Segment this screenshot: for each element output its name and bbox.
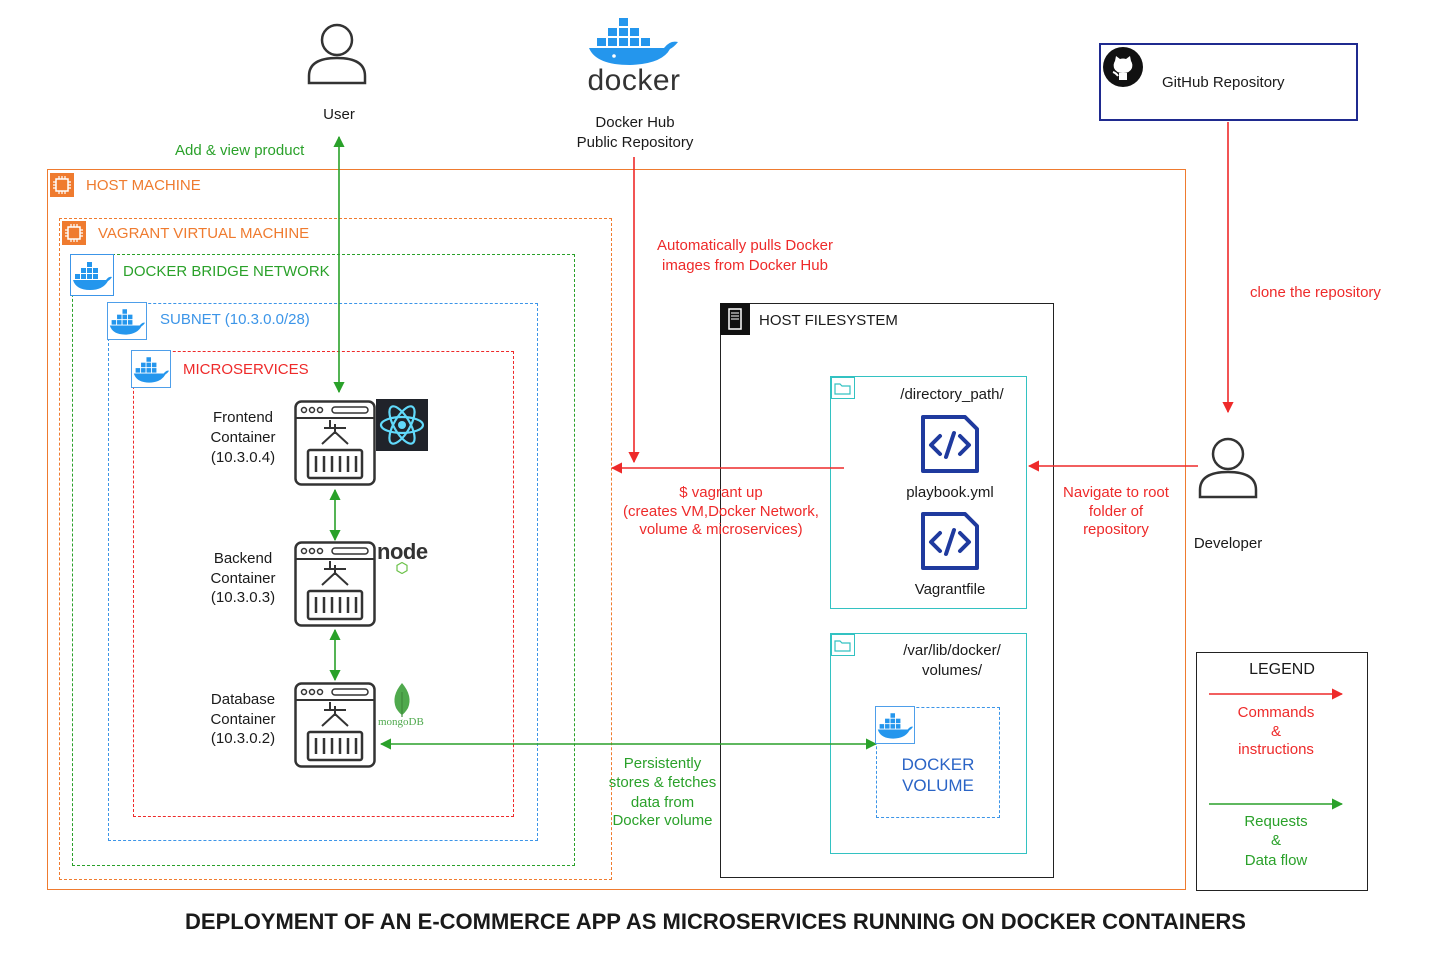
playbook-label: playbook.yml <box>906 484 994 501</box>
backend-label-1: Backend <box>213 550 273 567</box>
navigate-note-2: folder of <box>1088 503 1144 520</box>
navigate-note-3: repository <box>1083 521 1149 538</box>
legend-commands-2: & <box>1270 723 1281 740</box>
volumes-path-1: /var/lib/docker/ <box>903 642 1001 659</box>
microservices-box <box>133 351 514 817</box>
navigate-note-1: Navigate to root <box>1063 484 1169 501</box>
backend-label-3: (10.3.0.3) <box>210 589 276 606</box>
vagrant-up-note-1: (creates VM,Docker Network, <box>623 503 819 520</box>
developer-label: Developer <box>1193 535 1263 552</box>
user-label: User <box>323 106 355 123</box>
legend-requests-2: & <box>1270 832 1281 849</box>
subnet-box <box>108 303 538 841</box>
volumes-folder-icon <box>831 634 855 656</box>
volumes-path-2: volumes/ <box>921 662 983 679</box>
bridge-network-docker-icon <box>70 254 114 296</box>
node-hexagon-icon <box>396 562 408 574</box>
database-label-3: (10.3.0.2) <box>210 730 276 747</box>
pull-note-1: Automatically pulls Docker <box>657 237 833 254</box>
microservices-docker-icon <box>131 350 171 388</box>
directory-path-label: /directory_path/ <box>900 386 1004 403</box>
playbook-code-icon <box>921 415 979 473</box>
legend-box <box>1196 652 1368 891</box>
vagrantfile-code-icon <box>921 512 979 570</box>
backend-label-2: Container <box>210 570 276 587</box>
legend-commands-3: instructions <box>1238 741 1314 758</box>
docker-whale-icon <box>589 18 678 65</box>
persist-note-3: data from <box>630 794 695 811</box>
database-label-1: Database <box>210 691 276 708</box>
host-machine-chip-icon <box>50 173 74 197</box>
legend-requests-1: Requests <box>1244 813 1308 830</box>
frontend-label-1: Frontend <box>212 409 274 426</box>
frontend-label-3: (10.3.0.4) <box>210 449 276 466</box>
subnet-label: SUBNET (10.3.0.0/28) <box>160 311 310 328</box>
pull-note-2: images from Docker Hub <box>662 257 828 274</box>
vagrant-up-note-2: volume & microservices) <box>639 521 803 538</box>
legend-commands-1: Commands <box>1237 704 1315 721</box>
database-container-icon <box>294 682 376 768</box>
legend-title: LEGEND <box>1249 661 1315 678</box>
host-filesystem-box <box>720 303 1054 878</box>
frontend-label-2: Container <box>210 429 276 446</box>
github-repository-box <box>1099 43 1358 121</box>
developer-icon <box>1198 437 1258 499</box>
persist-note-1: Persistently <box>623 755 702 772</box>
docker-volume-label-1: DOCKER <box>901 755 975 774</box>
directory-folder-icon <box>831 377 855 399</box>
host-machine-label: HOST MACHINE <box>86 177 201 194</box>
vagrant-vm-label: VAGRANT VIRTUAL MACHINE <box>98 225 310 242</box>
vagrant-up-cmd: $ vagrant up <box>679 484 763 501</box>
clone-label: clone the repository <box>1250 284 1381 301</box>
host-filesystem-label: HOST FILESYSTEM <box>759 312 898 329</box>
docker-logo-text: docker <box>587 64 681 97</box>
microservices-label: MICROSERVICES <box>183 361 309 378</box>
frontend-container-icon <box>294 400 376 486</box>
user-icon <box>307 23 367 85</box>
docker-volume-whale-icon <box>875 706 915 744</box>
docker-hub-label-1: Docker Hub <box>595 114 675 131</box>
persist-note-2: stores & fetches <box>608 774 717 791</box>
directory-folder-box <box>830 376 1027 609</box>
legend-requests-3: Data flow <box>1244 852 1308 869</box>
backend-container-icon <box>294 541 376 627</box>
docker-volume-label-2: VOLUME <box>902 776 974 795</box>
bridge-network-label: DOCKER BRIDGE NETWORK <box>123 263 330 280</box>
subnet-docker-icon <box>107 302 147 340</box>
docker-volume-box <box>876 707 1000 818</box>
persist-note-4: Docker volume <box>612 812 713 829</box>
server-icon <box>720 303 750 335</box>
vagrant-vm-chip-icon <box>62 221 86 245</box>
user-action-label: Add & view product <box>175 142 305 159</box>
bridge-network-box <box>72 254 575 866</box>
database-label-2: Container <box>210 711 276 728</box>
docker-hub-label-2: Public Repository <box>576 134 694 151</box>
mongodb-leaf-icon <box>394 683 410 717</box>
host-machine-box <box>47 169 1186 890</box>
diagram-title: DEPLOYMENT OF AN E-COMMERCE APP AS MICRO… <box>185 909 1246 934</box>
mongodb-label: mongoDB <box>378 716 424 728</box>
github-label: GitHub Repository <box>1162 74 1285 91</box>
vagrantfile-label: Vagrantfile <box>914 581 986 598</box>
react-icon <box>376 399 428 451</box>
node-logo-text: node <box>377 539 428 564</box>
github-icon <box>1103 47 1143 87</box>
